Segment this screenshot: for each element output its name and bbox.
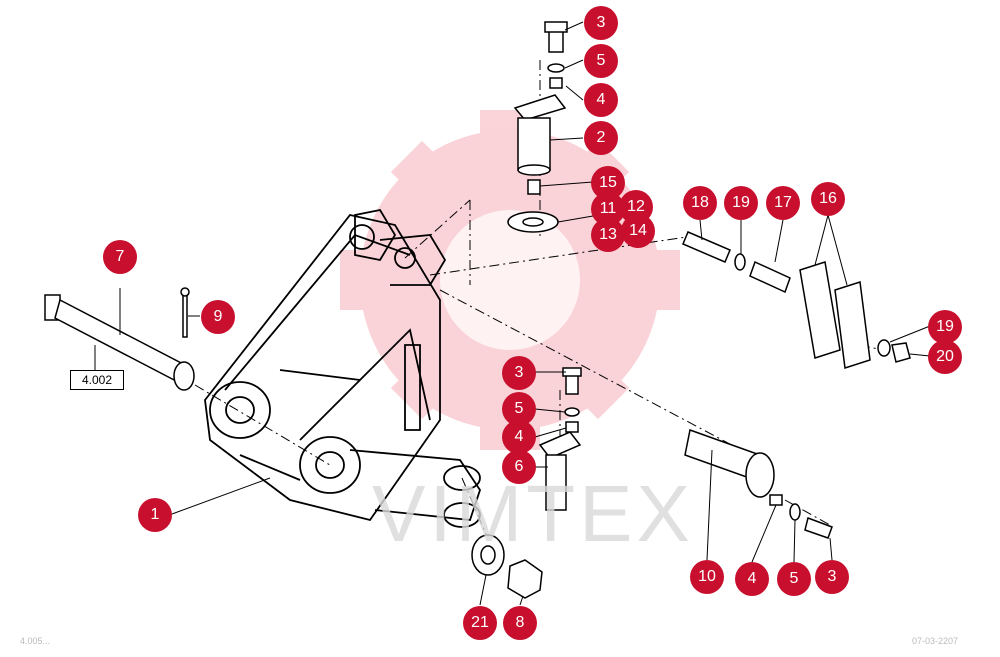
callout-17[interactable]: 17 (766, 186, 800, 220)
cotter-pin-part-9 (182, 291, 188, 338)
grease-fitting-part-15 (527, 179, 541, 195)
callout-14[interactable]: 14 (621, 214, 655, 248)
corner-code-right: 07-03-2207 (912, 636, 959, 646)
clamp-block-part-16a (799, 261, 841, 359)
pin-grooves-part-7 (173, 361, 195, 391)
pin-plate-part-2 (513, 94, 567, 121)
watermark-gear-hole (440, 210, 580, 350)
callout-4-top[interactable]: 4 (584, 83, 618, 117)
top-pin-assembly (507, 21, 568, 233)
corner-code-left: 4.005... (20, 636, 51, 646)
bolt-head-3-top (544, 21, 568, 33)
right-hardware-assembly (682, 231, 911, 369)
callout-16[interactable]: 16 (811, 182, 845, 216)
nut-part-4-bottom (769, 494, 783, 506)
watermark-text: VIMTEX (372, 469, 694, 558)
plate-part-6 (538, 431, 582, 459)
washer-part-19-right (877, 339, 891, 357)
reference-label-box[interactable]: 4.002 (70, 370, 124, 390)
callout-4-mid[interactable]: 4 (502, 420, 536, 454)
nut-part-8 (507, 559, 543, 599)
callout-3-top[interactable]: 3 (584, 6, 618, 40)
left-pin-assembly (44, 287, 195, 391)
callout-18[interactable]: 18 (683, 186, 717, 220)
callout-13[interactable]: 13 (591, 218, 625, 252)
washer-part-19-top (734, 253, 746, 271)
pin-plate-part-10 (745, 452, 775, 498)
callout-20[interactable]: 20 (928, 340, 962, 374)
nut-part-20 (891, 342, 911, 363)
pin-body-part-6 (545, 454, 567, 511)
callout-6[interactable]: 6 (502, 450, 536, 484)
callout-19-right[interactable]: 19 (928, 310, 962, 344)
bushing-part-17 (749, 260, 791, 294)
callout-10[interactable]: 10 (690, 560, 724, 594)
washer-part-5-mid (564, 407, 580, 417)
callout-3-bottom[interactable]: 3 (815, 560, 849, 594)
leader-lines (94, 21, 931, 606)
nut-part-4-top (549, 77, 563, 89)
bolt-part-3-top (548, 29, 564, 53)
callout-8[interactable]: 8 (503, 606, 537, 640)
callout-7[interactable]: 7 (103, 240, 137, 274)
bottom-right-pin-assembly (684, 429, 833, 539)
callout-19-top[interactable]: 19 (724, 186, 758, 220)
main-frame-part (204, 208, 481, 528)
callout-21[interactable]: 21 (463, 606, 497, 640)
middle-pin-assembly (538, 367, 582, 511)
washer-part-5-bottom (789, 503, 801, 521)
bottom-fastener-assembly (471, 534, 543, 599)
nut-part-4-mid (565, 421, 579, 433)
bolt-part-3-mid (565, 373, 579, 395)
callout-3-mid[interactable]: 3 (502, 356, 536, 390)
pin-body-part-2 (517, 117, 551, 171)
callout-1[interactable]: 1 (138, 498, 172, 532)
bolt-part-18 (682, 231, 731, 263)
bolt-part-3-bottom (804, 517, 833, 539)
callout-4-bottom[interactable]: 4 (735, 562, 769, 596)
callout-9[interactable]: 9 (201, 300, 235, 334)
callout-5-top[interactable]: 5 (584, 44, 618, 78)
callout-5-bottom[interactable]: 5 (777, 562, 811, 596)
washer-part-5-top (547, 63, 565, 73)
clamp-block-part-16b (834, 281, 871, 369)
callout-2[interactable]: 2 (584, 121, 618, 155)
